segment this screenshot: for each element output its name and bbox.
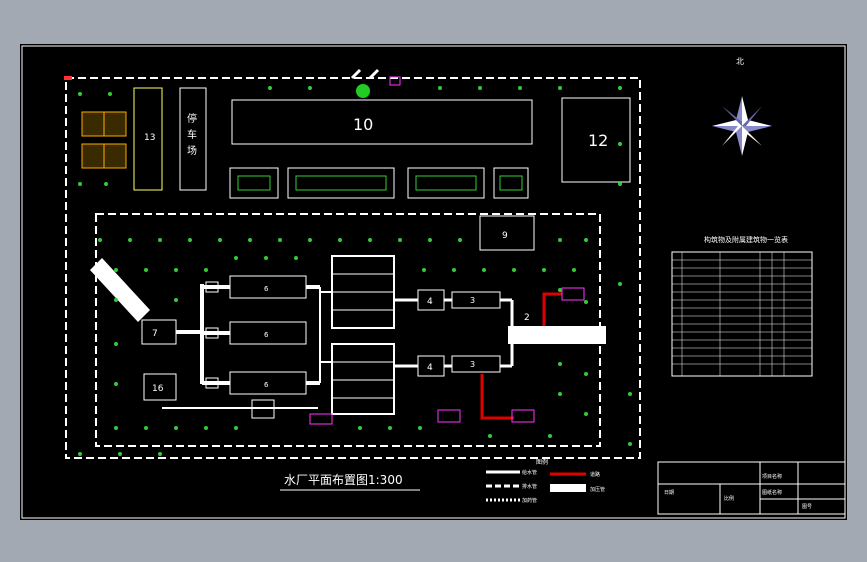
building-12 xyxy=(561,97,631,183)
corner-marker xyxy=(64,76,72,80)
building-2-label: 2 xyxy=(524,313,530,323)
valve-6c xyxy=(205,377,219,389)
building-16 xyxy=(143,373,177,401)
planting-bed-1-inner xyxy=(237,175,271,191)
building-9 xyxy=(479,215,535,251)
drawing-sheet: 13 停 车 场 10 12 9 7 16 6 6 6 xyxy=(20,44,847,520)
planting-bed-1 xyxy=(229,167,279,199)
table-title: 构筑物及附属建筑物一览表 xyxy=(704,235,788,244)
building-13 xyxy=(133,87,163,191)
red-pipe-lower xyxy=(480,374,514,420)
north-compass xyxy=(712,96,772,156)
planting-bed-3-inner xyxy=(415,175,477,191)
planting-bed-3 xyxy=(407,167,485,199)
building-10-label: 10 xyxy=(353,115,373,134)
title-block xyxy=(657,461,846,515)
titleblock-project: 项目名称 xyxy=(762,473,782,480)
gate-left xyxy=(350,68,362,80)
building-16-label: 16 xyxy=(152,384,164,394)
titleblock-drawing: 图纸名称 xyxy=(762,489,782,496)
tree-group xyxy=(78,86,632,456)
planting-bed-2 xyxy=(287,167,395,199)
legend-item-3: 加药管 xyxy=(522,497,537,504)
pump-box-left xyxy=(309,413,333,425)
planting-bed-2-inner xyxy=(295,175,387,191)
building-6c-label: 6 xyxy=(264,381,269,389)
building-3b xyxy=(451,355,501,373)
building-10 xyxy=(231,99,533,145)
sheet-border xyxy=(21,45,846,519)
gate-right xyxy=(368,68,380,80)
building-3a xyxy=(451,291,501,309)
guard-house xyxy=(389,76,401,86)
building-13-label: 13 xyxy=(144,133,155,143)
parking-lot xyxy=(179,87,207,191)
parking-label-2: 车 xyxy=(187,128,197,141)
site-boundary xyxy=(65,77,641,459)
legend-item-2: 排水管 xyxy=(522,483,537,490)
legend-title: 图例 xyxy=(536,458,548,466)
valve-6b xyxy=(205,327,219,339)
building-7 xyxy=(141,319,177,345)
building-3a-label: 3 xyxy=(470,296,475,305)
entrance-marker xyxy=(356,84,370,98)
legend-item-4: 道路 xyxy=(590,471,600,478)
building-1 xyxy=(251,399,275,419)
dosing-grid-lower xyxy=(331,343,395,415)
red-pipe-upper xyxy=(542,292,562,326)
building-4b-label: 4 xyxy=(427,363,433,373)
titleblock-no: 图号 xyxy=(802,504,812,510)
planting-bed-4-inner xyxy=(499,175,523,191)
building-3b-label: 3 xyxy=(470,360,475,369)
building-4a-label: 4 xyxy=(427,297,433,307)
parking-label-1: 停 xyxy=(187,112,197,125)
building-12-label: 12 xyxy=(588,131,608,150)
planting-bed-4 xyxy=(493,167,529,199)
building-9-label: 9 xyxy=(502,231,508,241)
legend-line-5 xyxy=(550,484,586,492)
building-7-label: 7 xyxy=(152,329,158,339)
pump-box-middle xyxy=(437,409,461,423)
schedule-table-grid xyxy=(672,252,812,376)
north-label: 北 xyxy=(736,57,744,66)
legend-item-5: 加压管 xyxy=(590,486,605,493)
building-2 xyxy=(508,326,606,344)
pump-box-lower xyxy=(511,409,535,423)
titleblock-date: 日期 xyxy=(664,490,674,496)
site-plan: 13 停 车 场 10 12 9 7 16 6 6 6 xyxy=(21,45,846,519)
building-6b-label: 6 xyxy=(264,331,269,339)
parking-label-3: 场 xyxy=(187,144,197,157)
legend-item-1: 给水管 xyxy=(522,469,537,476)
pump-box-upper xyxy=(561,287,585,301)
drawing-title: 水厂平面布置图1:300 xyxy=(284,473,403,487)
titleblock-scale: 比例 xyxy=(724,495,734,502)
schedule-table xyxy=(671,251,813,377)
valve-6a xyxy=(205,281,219,293)
building-6a-label: 6 xyxy=(264,285,269,293)
intake-pipe xyxy=(90,258,150,322)
